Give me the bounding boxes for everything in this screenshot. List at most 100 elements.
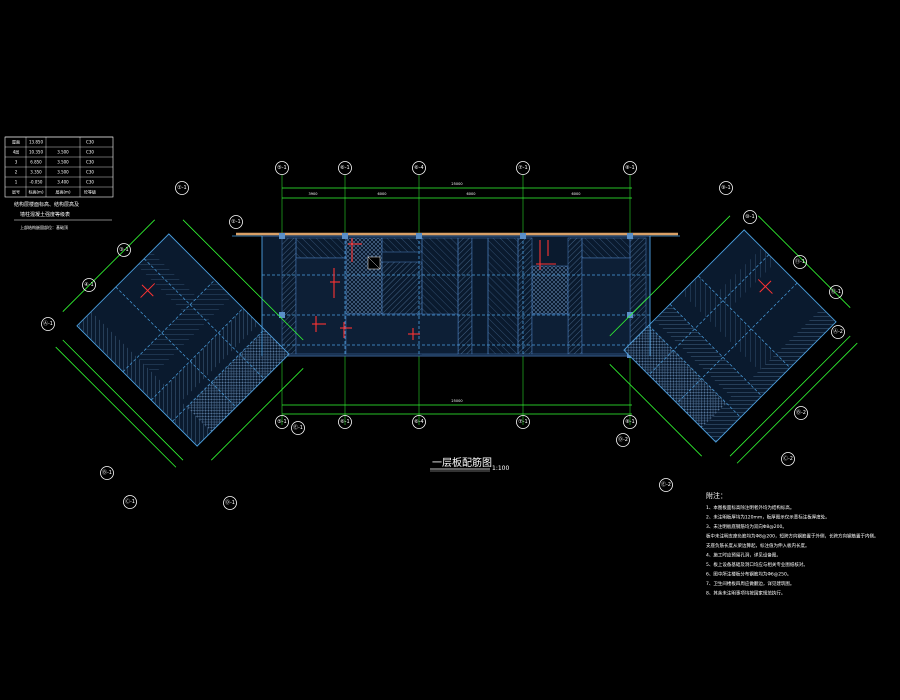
table-cell: 屋面 — [12, 139, 20, 145]
axis-bubble-top: ⑤-1 — [275, 161, 289, 175]
axis-bubble-right: Ⓑ-2 — [794, 406, 808, 420]
table-cell: 13.850 — [29, 140, 43, 145]
axis-bubble-left-label: ①-1 — [177, 185, 186, 191]
axis-bubble-right: Ⓓ-2 — [616, 433, 630, 447]
top-segment-dimension: 6000 — [572, 192, 581, 196]
axis-bubble-right: ⑪-1 — [793, 255, 807, 269]
axis-bubble-right-label: Ⓓ-2 — [618, 436, 628, 443]
axis-bubble-bottom: ⑥-1 — [338, 415, 352, 429]
axis-bubble-right: Ⓒ-2 — [781, 452, 795, 466]
axis-bubble-left: ②-1 — [229, 215, 243, 229]
axis-bubble-right-label: ⑪-1 — [795, 258, 805, 265]
axis-bubble-bottom-label: ⑥-1 — [340, 419, 349, 425]
axis-bubble-top: ⑥-4 — [412, 161, 426, 175]
axis-bubble-left: ①-1 — [175, 181, 189, 195]
drawing-scale: 1:100 — [492, 465, 509, 472]
table-cell: -0.050 — [30, 180, 43, 185]
axis-bubble-top-label: ⑥-4 — [414, 165, 423, 171]
note-item: 6、图中所注楼板分布钢筋均为Φ6@250。 — [706, 571, 791, 578]
drawing-title-block: 一层板配筋图 1:100 — [430, 456, 509, 472]
table-cell: C30 — [86, 150, 94, 155]
table-cell: 层高(m) — [55, 189, 70, 195]
table-cell: 3.500 — [57, 150, 69, 155]
table-cell: 3.500 — [57, 160, 69, 165]
axis-bubble-left-label: ③-1 — [119, 247, 128, 253]
note-item: 1、本图板面标高除注明者外均为结构标高。 — [706, 504, 794, 511]
axis-bubble-left: ④-1 — [82, 278, 96, 292]
table-caption-3: 上部结构嵌固部位：基础顶 — [20, 224, 68, 230]
axis-bubble-left-label: Ⓔ-1 — [293, 424, 303, 431]
note-item: 2、未注明板厚均为120mm，板厚图示仅示意标注板厚度处。 — [706, 514, 830, 521]
note-item: 板中未注明支座负筋均为Φ8@200，短跨方向钢筋置于外侧，长跨方向钢筋置于内侧。 — [706, 533, 879, 540]
bottom-total-dimension: 25000 — [451, 399, 462, 403]
table-cell: C30 — [86, 170, 94, 175]
table-caption-1: 结构层楼面标高、结构层高及 — [14, 201, 79, 208]
table-cell: 3 — [15, 160, 18, 165]
note-item: 5、板上设备基础及洞口均应与相关专业图纸核对。 — [706, 561, 808, 568]
table-caption-2: 墙柱混凝土强度等级表 — [20, 211, 70, 218]
top-segment-dimension: 6000 — [467, 192, 476, 196]
axis-bubble-left: Ⓐ-1 — [41, 317, 55, 331]
axis-bubble-right-label: ⑨-1 — [721, 185, 730, 191]
axis-bubble-left-label: ②-1 — [231, 219, 240, 225]
drawing-title: 一层板配筋图 — [432, 456, 492, 469]
axis-bubble-left-label: ④-1 — [84, 282, 93, 288]
axis-bubble-right-label: Ⓐ-2 — [833, 328, 843, 335]
axis-bubble-top-label: ⑦-1 — [518, 165, 527, 171]
axis-bubble-top-label: ⑥-1 — [340, 165, 349, 171]
table-cell: 6.850 — [30, 160, 42, 165]
table-cell: 砼等级 — [84, 189, 96, 195]
axis-bubble-top: ⑧-1 — [623, 161, 637, 175]
axis-bubble-right: ⑫-1 — [829, 285, 843, 299]
axis-bubble-right: ⑨-1 — [719, 181, 733, 195]
axis-bubble-right: ⑩-1 — [743, 210, 757, 224]
table-cell: 标高(m) — [28, 189, 43, 195]
table-cell: 4层 — [13, 149, 20, 155]
note-item: 支座负筋长度从梁边算起，标注值为伸入板内长度。 — [706, 542, 810, 549]
axis-bubble-right: Ⓔ-2 — [659, 478, 673, 492]
top-segment-dimension: 3900 — [309, 192, 318, 196]
axis-bubble-right: Ⓐ-2 — [831, 325, 845, 339]
top-total-dimension: 25000 — [451, 182, 462, 186]
table-cell: C30 — [86, 160, 94, 165]
axis-bubble-right-label: ⑫-1 — [831, 288, 841, 295]
table-cell: C30 — [86, 140, 94, 145]
axis-bubble-top: ⑥-1 — [338, 161, 352, 175]
central-floor-block — [236, 175, 678, 425]
axis-bubble-top-label: ⑧-1 — [625, 165, 634, 171]
left-wing-block — [55, 219, 304, 468]
top-segment-dimension: 6000 — [378, 192, 387, 196]
axis-bubble-left: Ⓓ-1 — [223, 496, 237, 510]
axis-bubble-left: Ⓒ-1 — [123, 495, 137, 509]
axis-bubble-bottom: ⑦-1 — [516, 415, 530, 429]
axis-bubble-bottom-label: ⑥-4 — [414, 419, 423, 425]
axis-bubble-bottom-label: ⑤-1 — [277, 419, 286, 425]
table-cell: 1 — [15, 180, 18, 185]
notes-block: 附注： 1、本图板面标高除注明者外均为结构标高。 2、未注明板厚均为120mm，板… — [706, 491, 879, 597]
axis-bubble-left-label: Ⓐ-1 — [43, 320, 53, 327]
axis-bubble-left-label: Ⓓ-1 — [225, 499, 235, 506]
axis-bubble-left: ③-1 — [117, 243, 131, 257]
note-item: 7、卫生间楼板四周应做翻边，详见建筑图。 — [706, 580, 794, 587]
note-item: 3、未注明板底钢筋均为双向Φ8@200。 — [706, 523, 787, 530]
axis-bubble-bottom: ⑤-1 — [275, 415, 289, 429]
axis-bubble-left-label: Ⓒ-1 — [125, 498, 135, 505]
axis-bubble-bottom: ⑧-1 — [623, 415, 637, 429]
table-cell: 3.350 — [30, 170, 42, 175]
axis-bubble-bottom-label: ⑦-1 — [518, 419, 527, 425]
axis-bubble-right-label: Ⓒ-2 — [783, 455, 793, 462]
axis-bubble-bottom-label: ⑧-1 — [625, 419, 634, 425]
note-item: 4、施工时应预留孔洞，详见设备图。 — [706, 552, 781, 559]
table-cell: 3.400 — [57, 180, 69, 185]
table-cell: 2 — [15, 170, 18, 175]
axis-bubble-top-label: ⑤-1 — [277, 165, 286, 171]
notes-heading: 附注： — [706, 491, 727, 500]
axis-bubble-left: Ⓔ-1 — [291, 421, 305, 435]
note-item: 8、其余未注明事项均按国家规范执行。 — [706, 590, 785, 597]
table-cell: 层号 — [12, 189, 20, 195]
table-cell: 10.350 — [29, 150, 43, 155]
axis-bubble-right-label: Ⓔ-2 — [661, 481, 671, 488]
